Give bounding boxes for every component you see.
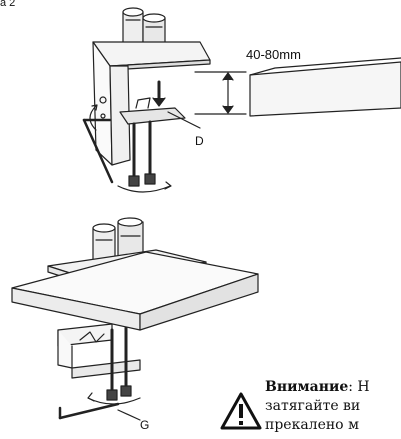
- thickness-dimension-label: 40-80mm: [246, 47, 301, 62]
- warning-title: Внимание: [265, 379, 349, 395]
- pole-left-top: [122, 7, 144, 46]
- warning-triangle-icon: [220, 392, 262, 430]
- callout-g: G: [140, 418, 150, 432]
- callout-d: D: [195, 134, 204, 148]
- warning-line-1-rest: : Н: [348, 379, 370, 395]
- warning-line-2: затягайте ви: [265, 398, 361, 414]
- warning-line-3: прекалено м: [265, 417, 359, 433]
- step-label: а 2: [0, 0, 16, 9]
- warning-line-1: Внимание: Н: [265, 378, 370, 397]
